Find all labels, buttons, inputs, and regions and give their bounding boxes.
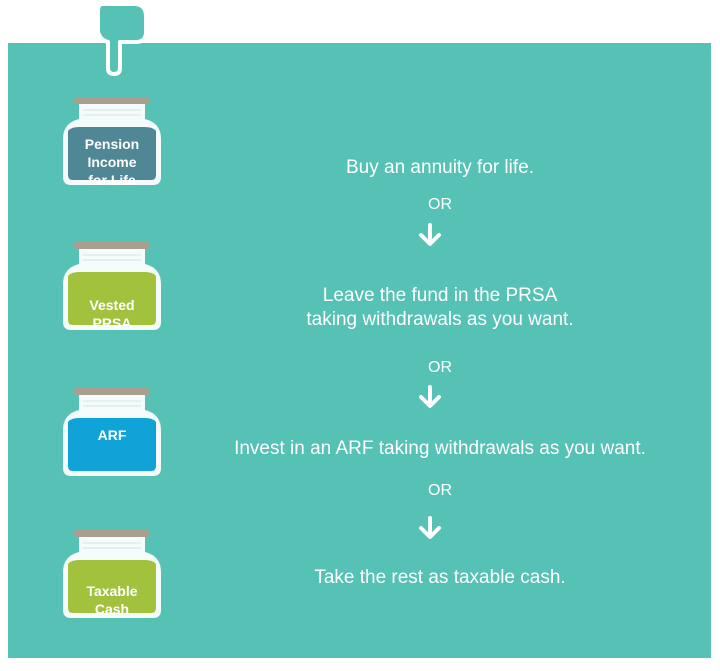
jar-label-line: Income bbox=[87, 154, 137, 170]
step-invest-arf: Invest in an ARF taking withdrawals as y… bbox=[160, 437, 720, 461]
jar-label-line: Vested bbox=[89, 297, 135, 313]
down-arrow-icon bbox=[419, 223, 441, 246]
or-label: OR bbox=[428, 482, 452, 499]
pointing-hand-icon bbox=[96, 2, 148, 76]
step-line: taking withdrawals as you want. bbox=[306, 309, 574, 330]
jar-arf: ARF bbox=[57, 388, 167, 478]
step-line: Take the rest as taxable cash. bbox=[314, 567, 566, 588]
jar-icon bbox=[63, 97, 161, 185]
or-label: OR bbox=[428, 359, 452, 376]
step-line: Leave the fund in the PRSA bbox=[322, 285, 558, 306]
step-line: Invest in an ARF taking withdrawals as y… bbox=[234, 438, 646, 459]
step-buy-annuity: Buy an annuity for life. bbox=[160, 156, 720, 180]
jar-label-line: Taxable bbox=[86, 583, 138, 599]
jar-pension-income: Pension Income for Life bbox=[57, 97, 167, 188]
jar-label-line: ARF bbox=[97, 427, 127, 443]
jar-icon bbox=[63, 388, 161, 476]
jar-vested-prsa: Vested PRSA bbox=[57, 242, 167, 332]
jar-label-line: Pension bbox=[84, 136, 140, 152]
step-vested-prsa: Leave the fund in the PRSA taking withdr… bbox=[160, 284, 720, 332]
jar-icon bbox=[63, 530, 161, 618]
step-taxable-cash: Take the rest as taxable cash. bbox=[160, 566, 720, 590]
jar-label-line: PRSA bbox=[92, 315, 132, 331]
jar-taxable-cash: Taxable Cash bbox=[57, 530, 167, 620]
jar-icon bbox=[63, 242, 161, 330]
or-label: OR bbox=[428, 196, 452, 213]
jar-label-line: Cash bbox=[94, 601, 130, 617]
jar-label-line: for Life bbox=[88, 172, 136, 188]
down-arrow-icon bbox=[419, 516, 441, 539]
down-arrow-icon bbox=[419, 385, 441, 408]
step-line: Buy an annuity for life. bbox=[346, 157, 534, 178]
